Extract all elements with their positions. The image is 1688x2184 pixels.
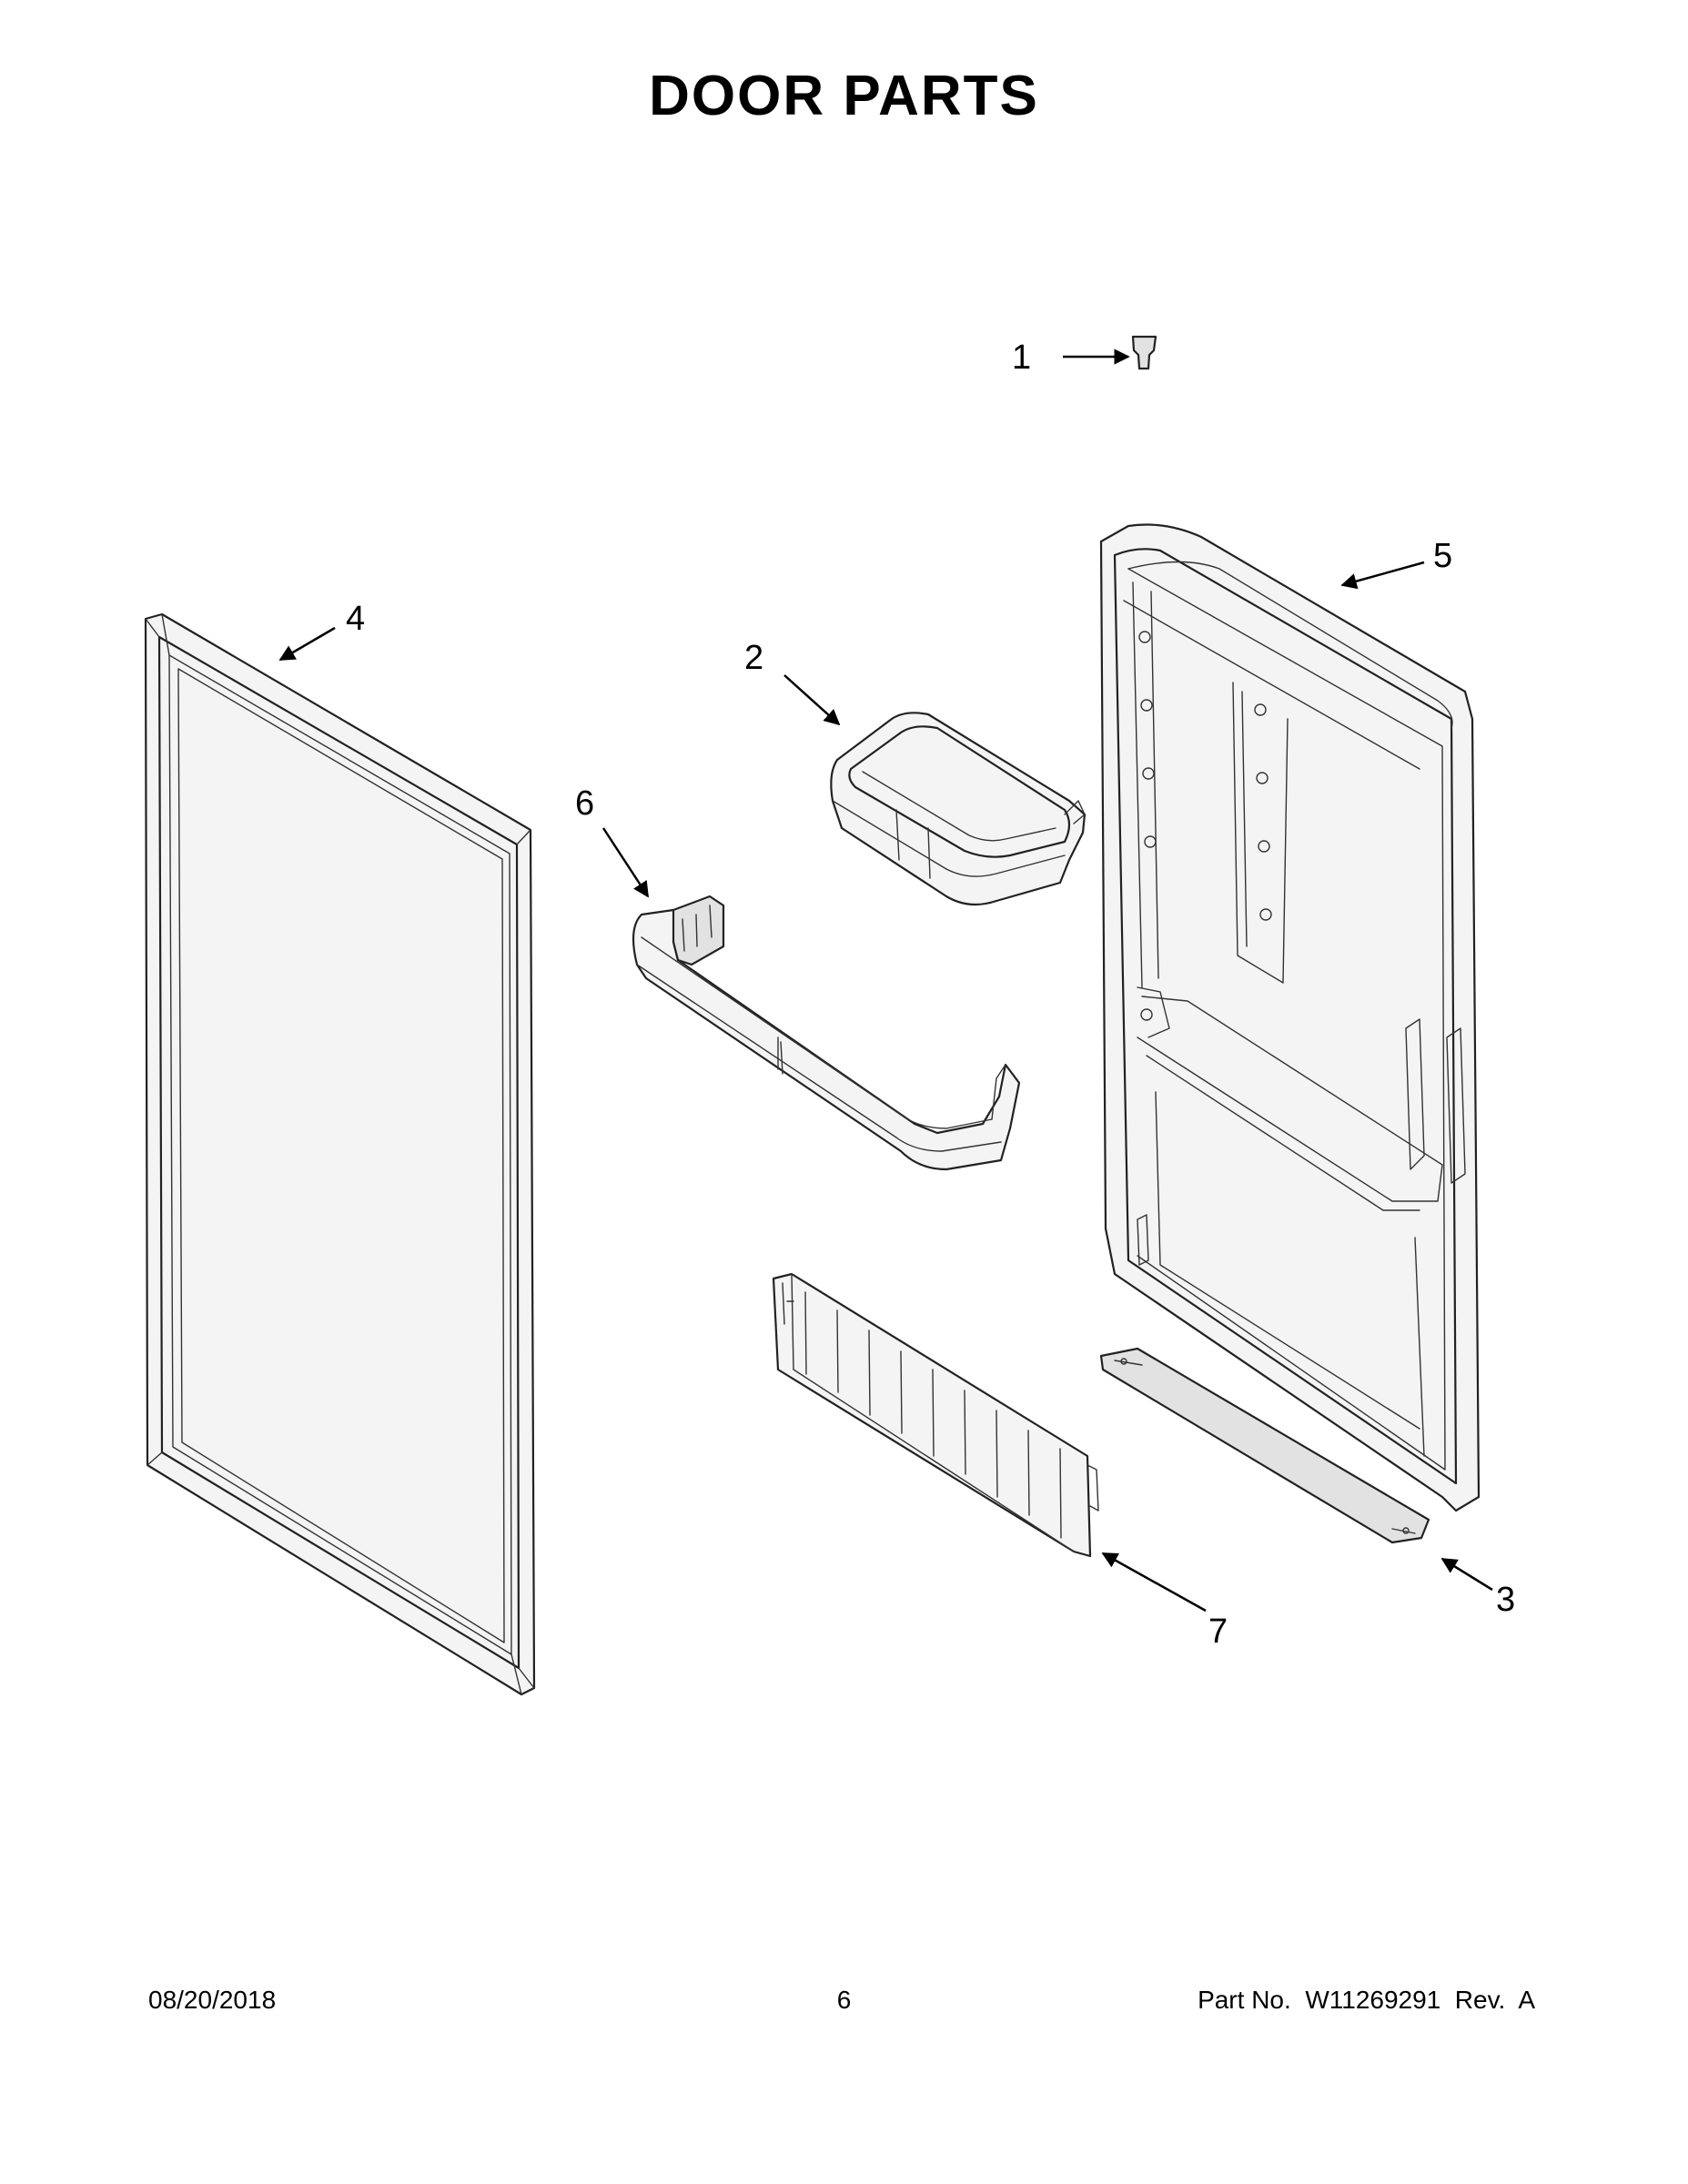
callout-arrow-7 [1101,1552,1207,1613]
footer-date: 08/20/2018 [148,1986,277,2014]
callout-arrow-4 [278,626,336,662]
door-liner-bumps [1138,631,1272,1021]
callout-arrow-3 [1440,1557,1493,1592]
callout-label-3: 3 [1496,1581,1515,1619]
door-bin-part [830,712,1087,906]
callout-label-7: 7 [1208,1613,1228,1651]
callout-arrow-6 [601,827,650,898]
callout-label-2: 2 [744,639,763,677]
callout-arrows [278,349,1493,1613]
door-assembly-part [1099,335,1481,1544]
callout-label-4: 4 [346,600,365,638]
callout-arrow-2 [783,674,841,726]
plug-part [1131,335,1157,370]
footer-part-number: Part No. W11269291 Rev. A [1198,1986,1535,2014]
door-hinge-bracket-part [1099,1347,1430,1544]
callout-arrow-5 [1340,561,1425,590]
callout-label-6: 6 [575,784,594,823]
footer-page-number: 6 [836,1986,852,2014]
callout-label-1: 1 [1012,339,1031,377]
page-title: DOOR PARTS [649,65,1039,127]
callout-labels: 1 2 3 4 5 6 7 [346,339,1515,1651]
door-gasket-part [144,612,536,1696]
callout-label-5: 5 [1433,537,1452,575]
door-shelf-rail-part [632,895,1021,1171]
shelf-divider-part [772,1272,1099,1558]
